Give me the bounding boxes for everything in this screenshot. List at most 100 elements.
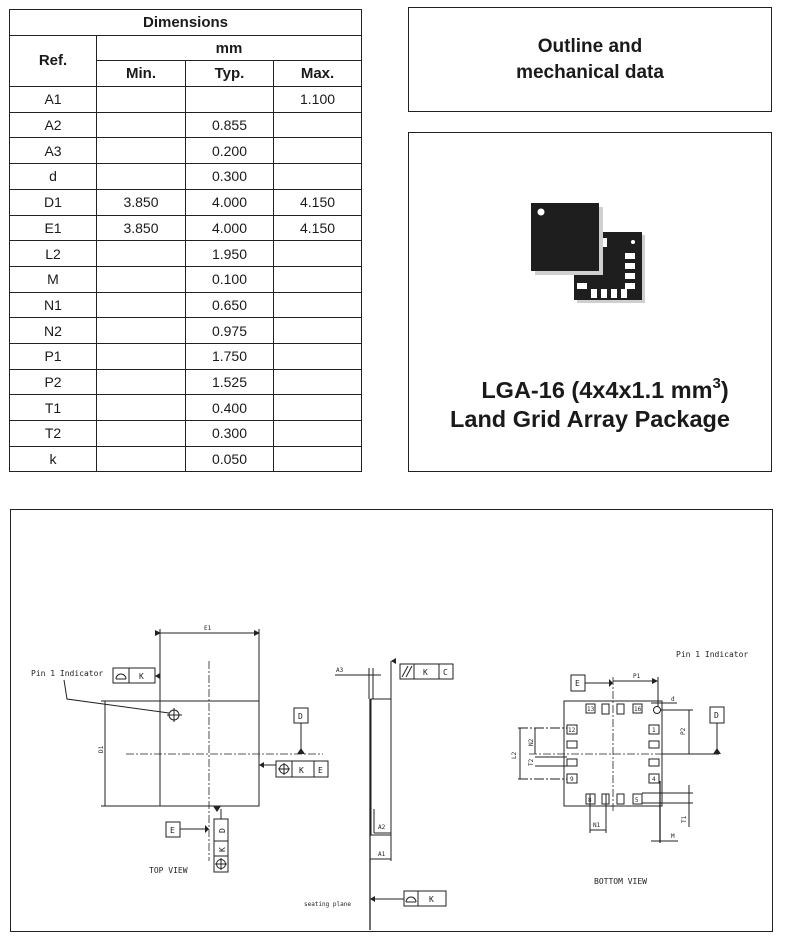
table-row: A3 0.200 [9, 137, 363, 165]
cell-ref: T1 [9, 394, 97, 421]
col-header-typ: Typ. [185, 60, 274, 88]
table-row: k 0.050 [9, 445, 363, 473]
table-row: N2 0.975 [9, 317, 363, 344]
cell-min [96, 317, 186, 344]
cell-min [96, 137, 186, 165]
top-datum-d-label: D [298, 712, 303, 721]
side-flatness-frame: K [370, 890, 447, 907]
cell-max [272, 111, 363, 139]
cell-ref: L2 [9, 240, 97, 267]
unit-header: mm [95, 34, 363, 62]
dim-d1-label: D1 [98, 745, 105, 753]
top-position-frame-bottom: D K [213, 806, 229, 873]
cell-ref: D1 [9, 188, 97, 216]
top-datum-e: E [165, 821, 209, 838]
cell-max [272, 137, 363, 165]
top-view: E1 D1 Pin 1 Indicator K [31, 625, 329, 875]
mechanical-drawing: E1 D1 Pin 1 Indicator K [31, 625, 748, 930]
pin-16-label: 16 [634, 706, 642, 713]
cell-typ: 0.100 [185, 265, 274, 293]
col-header-max: Max. [272, 60, 363, 88]
table-row: A1 1.100 [9, 86, 363, 113]
cell-min [96, 265, 186, 293]
dim-n1-label: N1 [593, 822, 601, 829]
dim-t1-label: T1 [681, 815, 688, 823]
cell-max [272, 394, 363, 421]
cell-ref: A3 [9, 137, 97, 165]
cell-max: 4.150 [272, 214, 363, 242]
cell-ref: E1 [9, 214, 97, 242]
cell-min [96, 445, 186, 473]
package-box: LGA-16 (4x4x1.1 mm3) Land Grid Array Pac… [408, 132, 772, 472]
top-view-caption: TOP VIEW [149, 866, 188, 875]
pad-col-right: 1 4 [648, 724, 660, 784]
cell-ref: A1 [9, 86, 97, 113]
dim-d-label: d [671, 696, 675, 703]
table-row: M 0.100 [9, 265, 363, 293]
top-pin1-label: Pin 1 Indicator [31, 669, 103, 678]
cell-ref: A2 [9, 111, 97, 139]
pin1-leader-line [63, 679, 170, 714]
dim-a3-label: A3 [336, 667, 344, 674]
cell-ref: M [9, 265, 97, 293]
package-title-line1: LGA-16 (4x4x1.1 mm3) [409, 376, 771, 405]
side-parallel-frame: K C [391, 658, 454, 680]
position-icon [215, 858, 227, 870]
package-title: LGA-16 (4x4x1.1 mm3) Land Grid Array Pac… [409, 376, 771, 434]
cell-ref: N1 [9, 291, 97, 319]
dim-t2-label: T2 [528, 758, 535, 766]
cell-min [96, 368, 186, 396]
cell-min [96, 240, 186, 267]
bottom-datum-d-label: D [714, 711, 719, 720]
package-title-close: ) [720, 377, 729, 403]
cell-max [272, 265, 363, 293]
pin1-dot [653, 706, 661, 714]
ref-header: Ref. [9, 34, 97, 88]
top-flatness-datum: K [139, 672, 144, 681]
cell-min [96, 394, 186, 421]
cell-min [96, 111, 186, 139]
pin-9-label: 9 [570, 776, 574, 783]
dim-p1-label: P1 [633, 673, 641, 680]
side-view-body [370, 698, 392, 836]
top-position-bottom-datum-k: K [218, 847, 227, 852]
top-datum-d: D [293, 707, 309, 754]
bottom-view-caption: BOTTOM VIEW [594, 877, 647, 886]
cell-max: 1.100 [272, 86, 363, 113]
cell-min: 3.850 [96, 214, 186, 242]
cell-typ: 4.000 [185, 214, 274, 242]
cell-typ: 1.525 [185, 368, 274, 396]
chip-top-side-icon [531, 203, 603, 275]
cell-max [272, 445, 363, 473]
cell-typ [185, 86, 274, 113]
table-row: L2 1.950 [9, 240, 363, 267]
cell-typ: 1.950 [185, 240, 274, 267]
pad-row-bottom: 8 5 [585, 793, 643, 805]
outline-title-line2: mechanical data [516, 61, 664, 83]
side-flatness-datum-k: K [429, 895, 434, 904]
top-position-right-datum-k: K [299, 766, 304, 775]
table-row: P2 1.525 [9, 368, 363, 396]
cell-max [272, 368, 363, 396]
cell-ref: k [9, 445, 97, 473]
cell-max [272, 342, 363, 370]
cell-min [96, 291, 186, 319]
cell-typ: 0.975 [185, 317, 274, 344]
cell-min [96, 86, 186, 113]
cell-ref: P2 [9, 368, 97, 396]
top-flatness-frame: K [112, 667, 160, 684]
cell-ref: d [9, 163, 97, 190]
cell-ref: N2 [9, 317, 97, 344]
position-icon [278, 763, 290, 775]
outline-title-box: Outline and mechanical data [408, 7, 772, 112]
dim-m-label: M [671, 833, 675, 840]
cell-typ: 0.050 [185, 445, 274, 473]
pin1-indicator-symbol [167, 708, 182, 722]
dim-n2-label: N2 [528, 738, 535, 746]
cell-typ: 0.200 [185, 137, 274, 165]
cell-max [272, 291, 363, 319]
